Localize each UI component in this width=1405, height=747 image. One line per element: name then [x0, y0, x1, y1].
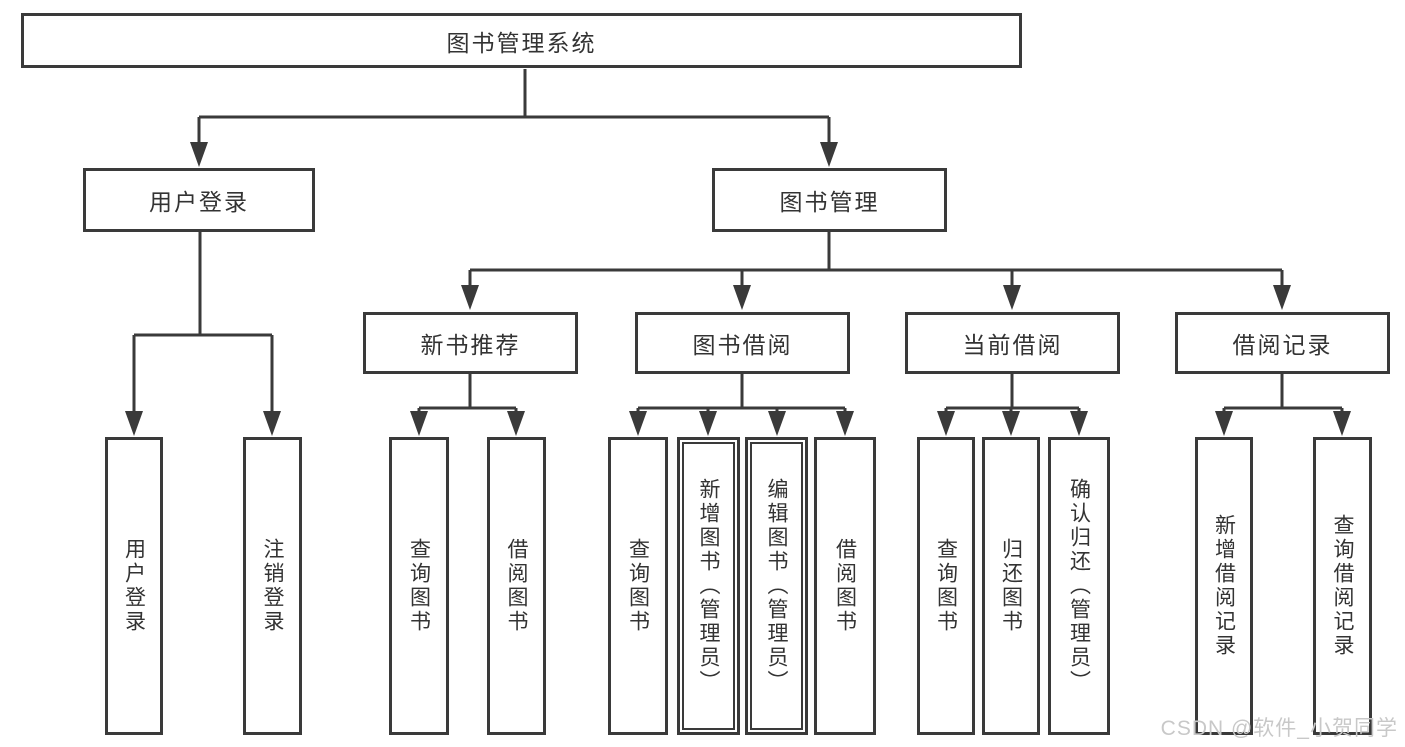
leaf-borrow-book-label: 借阅图书 — [833, 538, 857, 634]
leaf-user-login: 用户登录 — [105, 437, 163, 735]
leaf-edit-book-admin: 编辑图书（管理员） — [745, 437, 808, 735]
node-current-borrow-label: 当前借阅 — [962, 332, 1063, 358]
leaf-query-book-borrow: 查询图书 — [608, 437, 668, 735]
node-borrow-record-label: 借阅记录 — [1232, 332, 1333, 358]
leaf-query-book-recommend: 查询图书 — [389, 437, 449, 735]
leaf-query-book-current-label: 查询图书 — [934, 538, 958, 634]
node-borrow-record: 借阅记录 — [1175, 312, 1390, 374]
leaf-user-login-label: 用户登录 — [122, 538, 146, 634]
csdn-watermark: CSDN @软件_小贺同学 — [1160, 717, 1398, 740]
leaf-borrow-book-recommend: 借阅图书 — [487, 437, 546, 735]
node-book-management: 图书管理 — [712, 168, 947, 232]
leaf-edit-book-admin-label: 编辑图书（管理员） — [765, 478, 788, 694]
node-new-book-recommend: 新书推荐 — [363, 312, 578, 374]
leaf-return-book: 归还图书 — [982, 437, 1040, 735]
leaf-query-book-current: 查询图书 — [917, 437, 975, 735]
leaf-logout: 注销登录 — [243, 437, 302, 735]
leaf-query-book-recommend-label: 查询图书 — [407, 538, 431, 634]
leaf-query-book-borrow-label: 查询图书 — [626, 538, 650, 634]
leaf-query-borrow-record: 查询借阅记录 — [1313, 437, 1372, 735]
leaf-add-book-admin-label: 新增图书（管理员） — [697, 478, 720, 694]
leaf-add-book-admin: 新增图书（管理员） — [677, 437, 740, 735]
leaf-borrow-book-recommend-label: 借阅图书 — [505, 538, 528, 634]
node-book-management-label: 图书管理 — [779, 189, 880, 215]
node-current-borrow: 当前借阅 — [905, 312, 1120, 374]
leaf-query-borrow-record-label: 查询借阅记录 — [1331, 514, 1354, 658]
leaf-logout-label: 注销登录 — [261, 538, 284, 634]
leaf-add-borrow-record: 新增借阅记录 — [1195, 437, 1253, 735]
leaf-add-borrow-record-label: 新增借阅记录 — [1212, 514, 1236, 658]
node-user-login: 用户登录 — [83, 168, 315, 232]
node-new-book-recommend-label: 新书推荐 — [420, 332, 521, 358]
leaf-borrow-book: 借阅图书 — [814, 437, 876, 735]
node-user-login-label: 用户登录 — [149, 189, 249, 215]
leaf-confirm-return-admin: 确认归还（管理员） — [1048, 437, 1110, 735]
node-book-borrow-label: 图书借阅 — [692, 332, 793, 358]
node-root: 图书管理系统 — [21, 13, 1022, 68]
leaf-return-book-label: 归还图书 — [999, 538, 1023, 634]
node-book-borrow: 图书借阅 — [635, 312, 850, 374]
node-root-label: 图书管理系统 — [446, 29, 597, 56]
leaf-confirm-return-admin-label: 确认归还（管理员） — [1067, 478, 1091, 694]
